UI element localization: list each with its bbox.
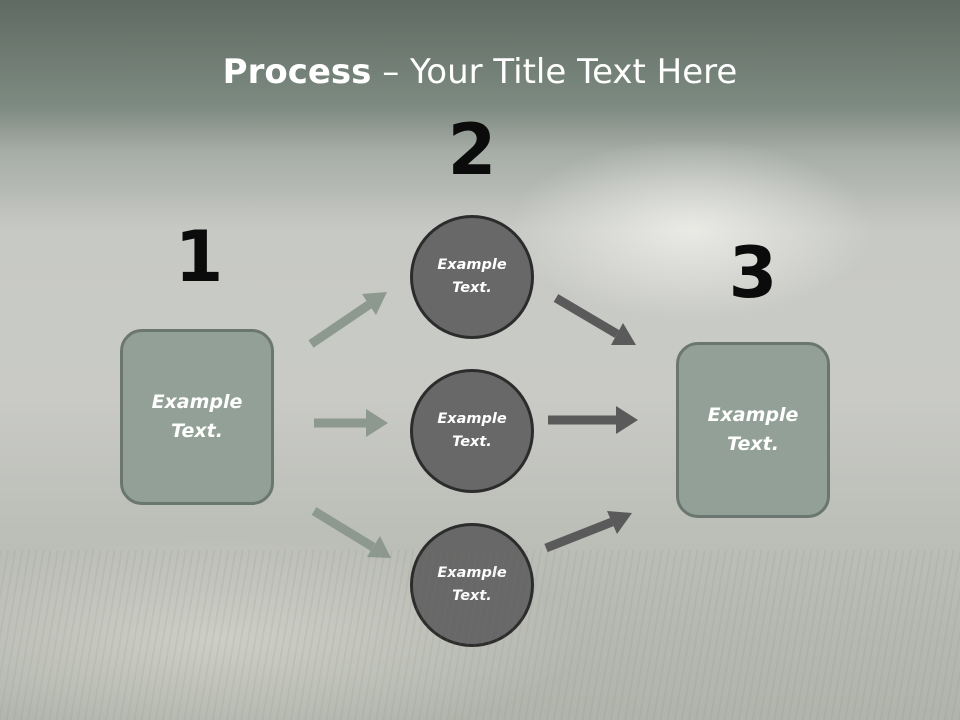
step2-circle-middle-text: Example Text. xyxy=(437,411,507,450)
slide-title: Process – Your Title Text Here xyxy=(0,52,960,92)
arrow-box1-to-circle-bottom xyxy=(311,507,391,558)
step2-circle-bottom-text: Example Text. xyxy=(437,565,507,604)
step1-box: Example Text. xyxy=(120,329,274,505)
step-number-3: 3 xyxy=(728,232,778,314)
step3-box-text: Example Text. xyxy=(707,404,799,455)
step-number-2: 2 xyxy=(447,109,497,191)
title-bold: Process xyxy=(222,52,372,92)
title-separator: – xyxy=(371,52,411,92)
step2-circle-top: Example Text. xyxy=(410,215,534,339)
step2-circle-top-text: Example Text. xyxy=(437,257,507,296)
step2-circle-middle: Example Text. xyxy=(410,369,534,493)
step2-circle-bottom: Example Text. xyxy=(410,523,534,647)
step3-box: Example Text. xyxy=(676,342,830,518)
arrow-circle-bottom-to-box3 xyxy=(544,511,632,553)
arrow-circle-middle-to-box3 xyxy=(548,406,638,434)
step1-box-text: Example Text. xyxy=(151,391,243,442)
arrow-box1-to-circle-middle xyxy=(314,409,388,437)
title-rest: Your Title Text Here xyxy=(410,52,738,92)
arrow-box1-to-circle-top xyxy=(308,292,387,348)
step-number-1: 1 xyxy=(174,216,224,298)
arrow-circle-top-to-box3 xyxy=(553,294,636,345)
